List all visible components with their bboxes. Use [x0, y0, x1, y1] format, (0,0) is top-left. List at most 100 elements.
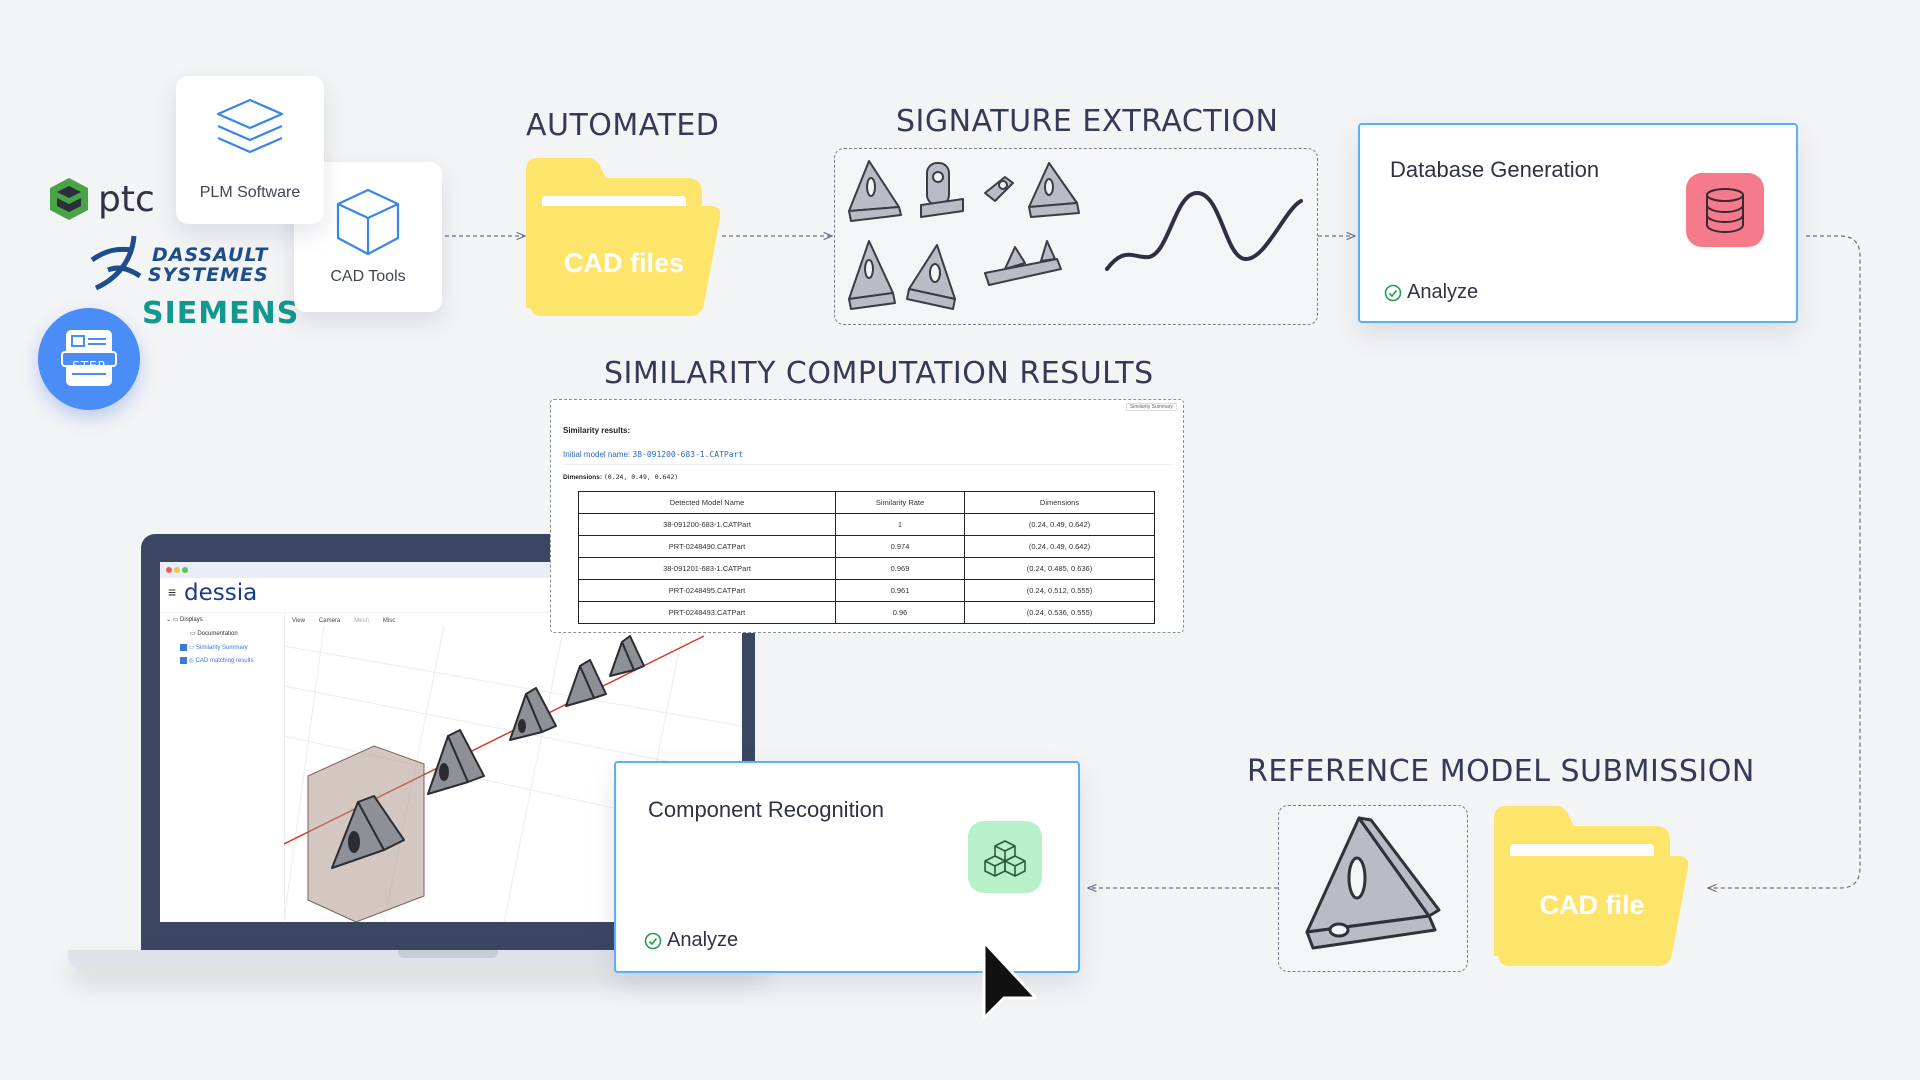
toolbar-view[interactable]: View — [292, 618, 305, 624]
cad-file-label: CAD file — [1539, 890, 1645, 920]
table-cell: 0.969 — [835, 557, 965, 580]
dimensions-label: Dimensions: — [563, 474, 603, 481]
tree-item-documentation-label: Documentation — [197, 631, 238, 637]
reference-bracket — [1305, 816, 1441, 950]
siemens-logo: SIEMENS — [142, 296, 300, 331]
cad-tools-label: CAD Tools — [330, 268, 406, 285]
cube-icon — [336, 188, 400, 256]
plm-software-card: PLM Software — [176, 76, 324, 224]
signature-heading: SIGNATURE EXTRACTION — [896, 104, 1279, 139]
bracket-part-6 — [906, 244, 956, 310]
column-header-dimensions: Dimensions — [964, 491, 1155, 514]
brackets-illustration — [848, 160, 1303, 310]
dassault-line2: SYSTEMES — [148, 264, 269, 286]
check-circle-icon — [1384, 284, 1402, 301]
database-icon — [1706, 188, 1744, 234]
table-cell: PRT-0248490.CATPart — [578, 535, 836, 558]
viewer-bracket-5 — [609, 635, 645, 677]
database-analyze-status: Analyze — [1384, 281, 1478, 304]
bracket-part-2 — [920, 162, 964, 218]
tree-item-similarity-checkbox[interactable] — [180, 644, 187, 651]
tree-root-label: Displays — [180, 617, 203, 623]
app-sidebar: ⌄ ▭ Displays ▭ Documentation ▭ Similarit… — [160, 612, 285, 922]
signature-curve — [1105, 190, 1303, 271]
toolbar-misc[interactable]: Misc — [382, 618, 396, 624]
tree-item-similarity-label: Similarity Summary — [196, 645, 248, 652]
viewer-bracket-3 — [509, 687, 557, 741]
table-cell: 1 — [835, 513, 965, 536]
database-generation-title: Database Generation — [1390, 157, 1600, 182]
window-close-dot[interactable] — [166, 567, 172, 573]
mouse-cursor-icon — [982, 940, 1038, 1020]
dassault-logo: DASSAULT SYSTEMES — [88, 230, 288, 292]
dessia-brand: dessia — [184, 580, 258, 606]
viewer-bracket-2 — [427, 729, 485, 795]
reference-model-panel — [1278, 805, 1468, 972]
laptop-notch — [398, 950, 498, 958]
tree-item-similarity[interactable]: ▭ Similarity Summary — [180, 644, 248, 651]
table-cell: (0.24, 0.536, 0.555) — [964, 601, 1155, 624]
column-header-model: Detected Model Name — [578, 491, 836, 514]
window-max-dot[interactable] — [182, 567, 188, 573]
connector-database-to-reference — [1708, 235, 1861, 888]
menu-icon[interactable]: ≡ — [168, 584, 177, 600]
recognition-analyze-status: Analyze — [644, 929, 738, 952]
toolbar-camera[interactable]: Camera — [318, 618, 341, 624]
recognition-icon-tile — [968, 821, 1042, 893]
table-header-row: Detected Model Name Similarity Rate Dime… — [578, 491, 1155, 514]
dimensions-row: Dimensions: (0.24, 0.49, 0.642) — [563, 473, 678, 481]
initial-model-value: 38-091200-683-1.CATPart — [632, 450, 744, 459]
tree-item-cad-matching-label: CAD matching results — [195, 658, 254, 665]
similarity-results-panel: Similarity Summary Similarity results: I… — [550, 399, 1184, 633]
table-row: PRT-0248495.CATPart 0.961 (0.24, 0.512, … — [578, 579, 1155, 602]
tree-item-cad-matching-checkbox[interactable] — [180, 657, 187, 664]
window-min-dot[interactable] — [174, 567, 180, 573]
folder-icon — [1494, 806, 1689, 966]
table-row: 38-091200-683-1.CATPart 1 (0.24, 0.49, 0… — [578, 513, 1155, 536]
initial-model-label: Initial model name: — [563, 450, 631, 459]
step-badge: STEP — [38, 308, 140, 410]
database-analyze-label: Analyze — [1407, 281, 1479, 303]
results-tab[interactable]: Similarity Summary — [1125, 403, 1177, 411]
bracket-part-4 — [1028, 162, 1080, 218]
folder-icon — [526, 158, 721, 316]
step-file-icon — [61, 330, 117, 386]
database-generation-box[interactable]: Database Generation Analyze — [1358, 123, 1798, 323]
table-cell: 0.961 — [835, 579, 965, 602]
viewer-toolbar: View Camera Mesh Misc — [292, 618, 395, 624]
viewer-bracket-1 — [331, 795, 405, 869]
ptc-wordmark: ptc — [98, 178, 155, 220]
table-cell: (0.24, 0.485, 0.636) — [964, 557, 1155, 580]
step-label: STEP — [72, 359, 106, 373]
initial-model-row: Initial model name: 38-091200-683-1.CATP… — [563, 450, 743, 459]
cad-files-label: CAD files — [563, 248, 685, 278]
cad-files-folder: CAD files — [526, 158, 722, 316]
table-row: PRT-0248490.CATPart 0.974 (0.24, 0.49, 0… — [578, 535, 1155, 558]
bracket-part-5 — [848, 240, 896, 310]
toolbar-mesh[interactable]: Mesh — [354, 618, 369, 624]
tree-root[interactable]: ⌄ ▭ Displays — [166, 617, 203, 623]
cad-file-folder: CAD file — [1494, 806, 1690, 966]
tree-item-cad-matching[interactable]: ◎ CAD matching results — [180, 657, 254, 664]
component-recognition-box[interactable]: Component Recognition Analyze — [614, 761, 1080, 973]
dimensions-value: (0.24, 0.49, 0.642) — [603, 473, 679, 481]
bracket-part-7 — [984, 240, 1062, 286]
ptc-logo: ptc — [48, 176, 155, 222]
results-divider — [563, 464, 1171, 465]
ptc-mark-icon — [50, 178, 88, 220]
recognition-analyze-label: Analyze — [667, 929, 739, 951]
3d-viewer[interactable] — [284, 626, 742, 922]
tree-item-documentation[interactable]: ▭ Documentation — [190, 631, 238, 637]
reference-heading: REFERENCE MODEL SUBMISSION — [1247, 754, 1755, 789]
database-icon-tile — [1686, 173, 1764, 247]
laptop-base — [68, 950, 768, 970]
table-cell: 0.96 — [835, 601, 965, 624]
column-header-similarity: Similarity Rate — [835, 491, 965, 514]
automated-heading: AUTOMATED — [526, 108, 720, 143]
results-table: Detected Model Name Similarity Rate Dime… — [578, 491, 1155, 624]
signature-panel — [834, 148, 1318, 325]
table-cell: (0.24, 0.49, 0.642) — [964, 535, 1155, 558]
table-cell: 0.974 — [835, 535, 965, 558]
results-heading: Similarity results: — [563, 426, 631, 435]
